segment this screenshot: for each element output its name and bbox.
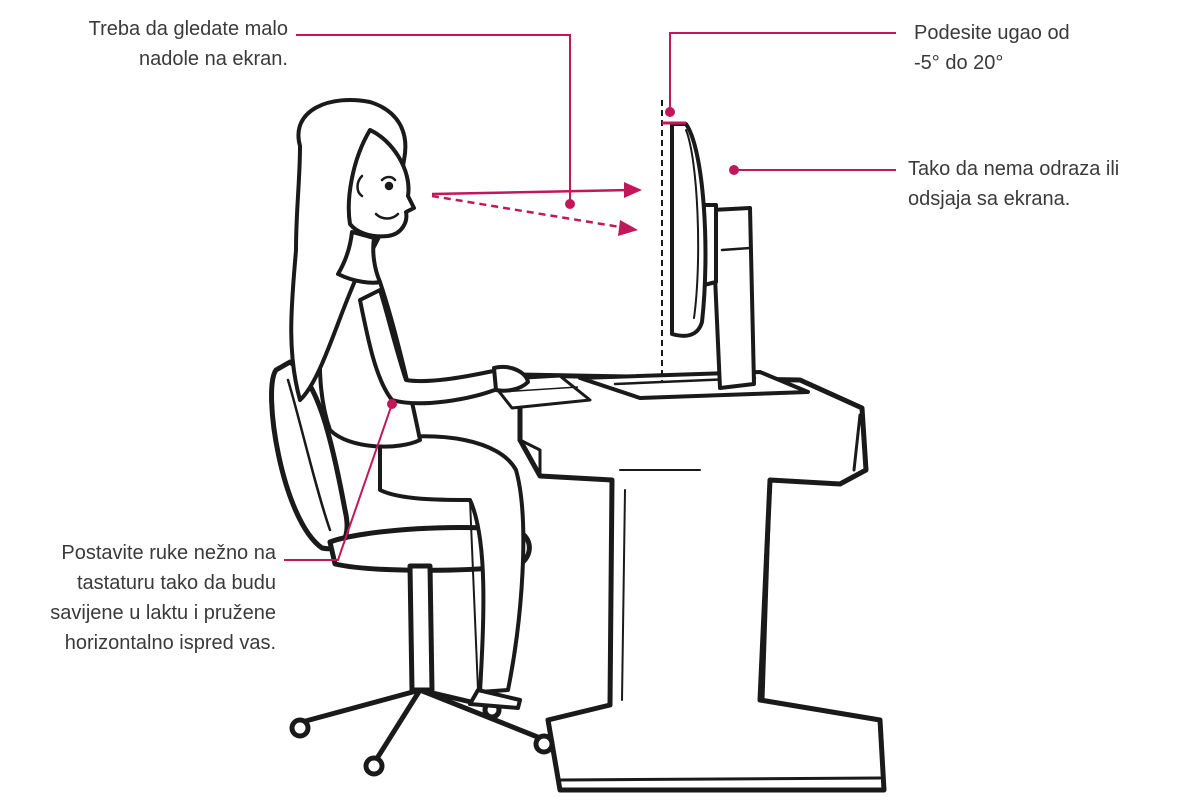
look-down-callout: Treba da gledate malo nadole na ekran. xyxy=(0,14,288,74)
downward-sightline xyxy=(432,196,626,228)
hands-callout: Postavite ruke nežno na tastaturu tako d… xyxy=(0,538,276,658)
hands-line-2: tastaturu tako da budu xyxy=(0,568,276,598)
sightline-arrows xyxy=(432,182,642,236)
hands-dot xyxy=(387,399,397,409)
angle-line-1: Podesite ugao od xyxy=(914,18,1070,48)
angle-callout: Podesite ugao od -5° do 20° xyxy=(914,18,1070,78)
hands-line-3: savijene u laktu i pružene xyxy=(0,598,276,628)
look-down-line-1: Treba da gledate malo xyxy=(0,14,288,44)
straight-arrowhead xyxy=(624,182,642,198)
straight-sightline xyxy=(432,190,630,194)
desk xyxy=(520,375,884,790)
downward-arrowhead xyxy=(618,220,638,236)
angle-leader xyxy=(670,33,896,112)
glare-dot xyxy=(729,165,739,175)
hands-line-4: horizontalno ispred vas. xyxy=(0,628,276,658)
hands-line-1: Postavite ruke nežno na xyxy=(0,538,276,568)
angle-dot xyxy=(665,107,675,117)
monitor xyxy=(580,124,808,398)
glare-line-1: Tako da nema odraza ili xyxy=(908,154,1119,184)
angle-line-2: -5° do 20° xyxy=(914,48,1070,78)
glare-line-2: odsjaja sa ekrana. xyxy=(908,184,1119,214)
glare-callout: Tako da nema odraza ili odsjaja sa ekran… xyxy=(908,154,1119,214)
look-down-line-2: nadole na ekran. xyxy=(0,44,288,74)
look-down-dot xyxy=(565,199,575,209)
